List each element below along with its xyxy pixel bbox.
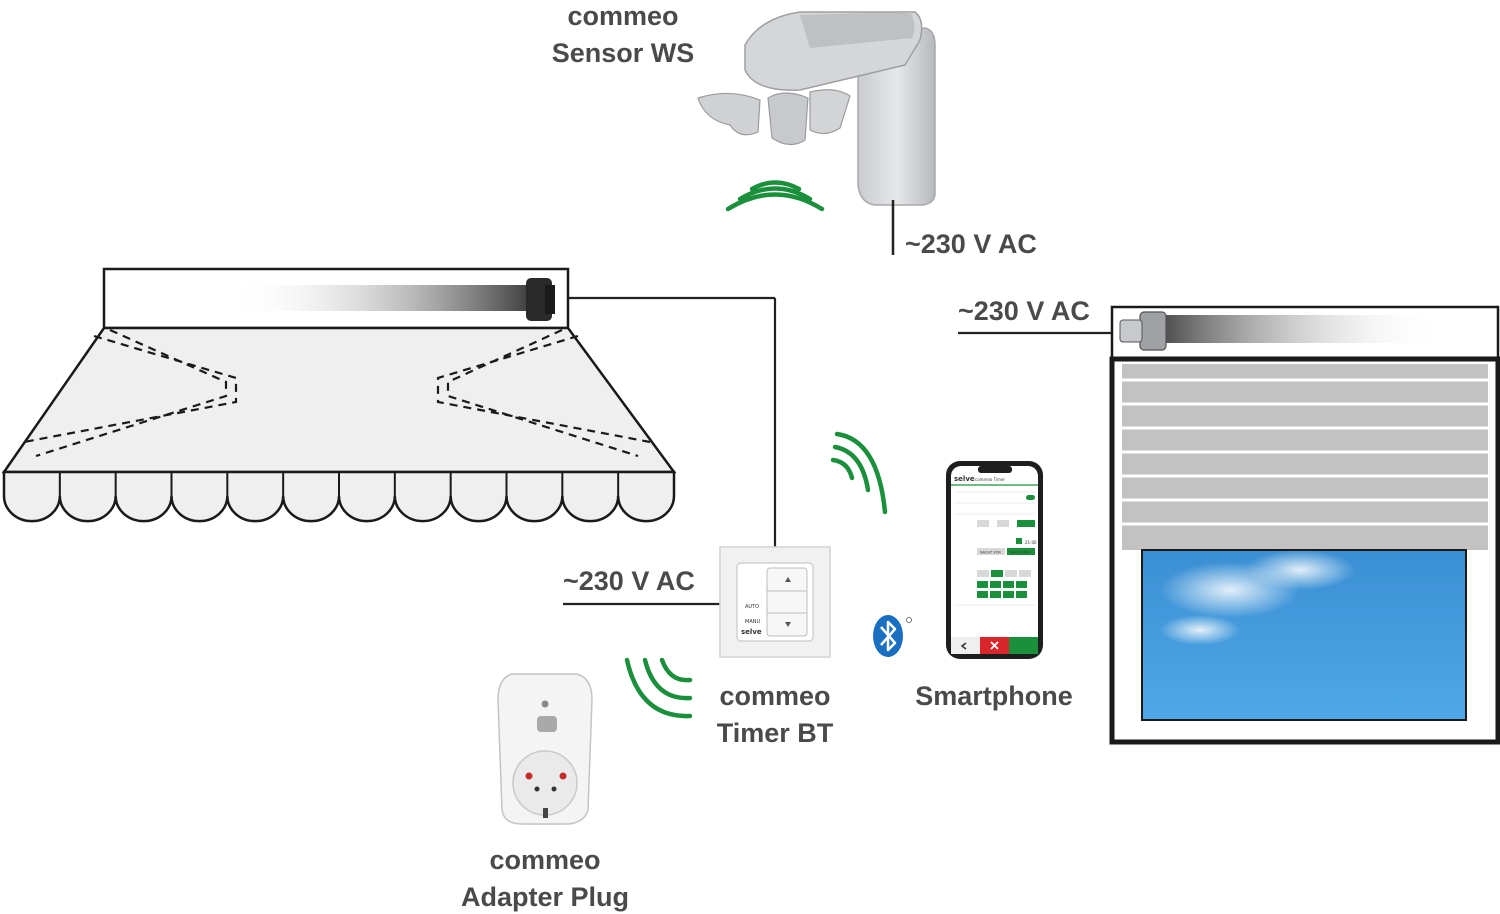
adapter-led [541, 700, 549, 708]
timer-panel-brand: selve [741, 628, 762, 636]
sensor-cup-left [697, 92, 761, 136]
app-back-button[interactable] [951, 637, 980, 654]
timer-down-icon [785, 622, 791, 627]
smartphone: selve commeo Timer 21:00 NACHT VOR NACHT… [915, 461, 1073, 711]
bluetooth-icon [873, 615, 912, 657]
sensor-ws: commeo Sensor WS ~230 V AC [552, 1, 1037, 259]
app-brand: selve [954, 475, 975, 483]
sensor-cup-right [809, 89, 851, 135]
app-btn-down[interactable]: NACHT AUS [1010, 551, 1031, 555]
shutter-motor-head [1139, 311, 1167, 351]
sensor-label-line2: Sensor WS [552, 38, 695, 68]
shutter-slats [1122, 378, 1488, 526]
timer-wireless-signal-icon [624, 657, 693, 719]
timer-label-line1: commeo [719, 681, 830, 711]
phone-screen [951, 466, 1038, 654]
awning-fabric [1, 326, 677, 474]
timer-up-icon [785, 577, 791, 582]
app-title: commeo Timer [975, 477, 1005, 482]
roller-shutter: ~230 V AC [958, 296, 1500, 745]
awning-arms [23, 328, 651, 458]
timer-power-label: ~230 V AC [563, 566, 695, 596]
adapter-label-line2: Adapter Plug [461, 882, 629, 912]
sensor-wireless-signal-icon [725, 180, 825, 212]
sensor-cup-middle [767, 92, 809, 146]
adapter-label-line1: commeo [489, 845, 600, 875]
sensor-power-label: ~230 V AC [905, 229, 1037, 259]
timer-label-line2: Timer BT [717, 718, 834, 748]
sensor-label-line1: commeo [567, 1, 678, 31]
app-save-button[interactable] [1009, 637, 1038, 654]
app-btn-up[interactable]: NACHT VOR [980, 551, 1001, 555]
timer-rocker [766, 567, 808, 637]
adapter-socket [512, 750, 578, 816]
shutter-curtain [1122, 364, 1488, 550]
smartphone-label: Smartphone [915, 681, 1073, 711]
shutter-motor-tube [1150, 315, 1440, 343]
awning [1, 267, 777, 547]
timer-bt: ~230 V AC AUTO MANU selve commeo Timer B… [563, 546, 834, 748]
adapter-button[interactable] [537, 716, 557, 732]
app-rows: 21:00 NACHT VOR NACHT AUS [954, 491, 1037, 606]
adapter-plug: commeo Adapter Plug [461, 673, 629, 912]
phone-wireless-signal-icon [830, 431, 888, 515]
shutter-power-label: ~230 V AC [958, 296, 1090, 326]
timer-panel-text-2: MANU [745, 619, 760, 625]
awning-motor-tube [232, 285, 532, 311]
timer-panel-text-1: AUTO [745, 604, 759, 610]
app-time-value: 21:00 [1025, 540, 1037, 545]
